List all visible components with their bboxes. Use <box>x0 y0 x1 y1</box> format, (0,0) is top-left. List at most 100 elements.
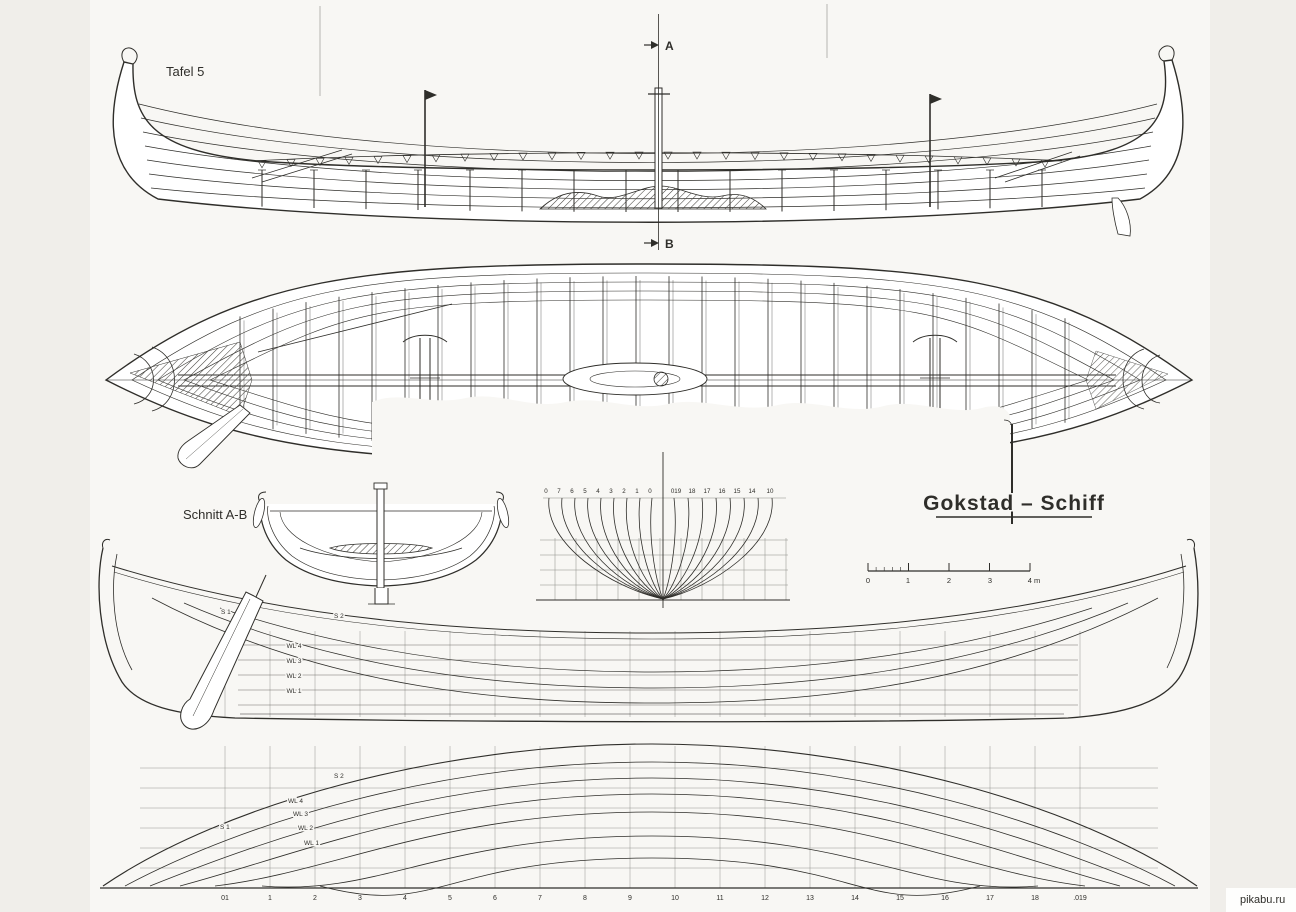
shield-row <box>257 151 1050 169</box>
station-curve-label: S 1 <box>221 609 231 616</box>
cross-section-view: Schnitt A-B <box>183 482 510 605</box>
station-number: 9 <box>628 895 632 902</box>
station-number: 10 <box>671 895 679 902</box>
body-plan-station-number: 2 <box>622 488 626 495</box>
title-block: Gokstad – Schiff <box>922 491 1105 518</box>
hull-outline <box>112 59 1184 223</box>
station-number: 5 <box>448 895 452 902</box>
scale-tick-label: 3 <box>988 576 992 585</box>
stern-deck-hatching <box>1085 350 1169 410</box>
stem-scroll <box>121 47 138 65</box>
steering-oar <box>180 591 264 730</box>
scale-tick-label: 0 <box>866 576 870 585</box>
steering-oar-line <box>185 408 244 460</box>
body-plan-station-number: 0 <box>648 488 652 495</box>
bow-spar <box>251 149 343 179</box>
drawing-title: Gokstad – Schiff <box>923 492 1105 515</box>
sheer-plan-view: S 1 S 2 WL 4 WL 3 WL 2 WL 1 <box>98 539 1199 730</box>
deck-plan-view <box>104 263 1194 524</box>
waterline-label: WL 3 <box>287 658 302 665</box>
station-number: 6 <box>493 895 497 902</box>
plate-label: Tafel 5 <box>166 64 204 79</box>
station-curve-label: S 1 <box>220 824 230 831</box>
scale-tick-label: 4 m <box>1028 576 1041 585</box>
waterline-label: WL 1 <box>287 688 302 695</box>
station-number: 4 <box>403 895 407 902</box>
station-curves <box>548 497 773 600</box>
station-number: 01 <box>221 895 229 902</box>
section-marker-a: A <box>665 39 674 53</box>
station-number: 1 <box>268 895 272 902</box>
mast-fish-slot <box>589 370 681 388</box>
station-number: 8 <box>583 895 587 902</box>
side-elevation-view: A B Tafel 5 <box>112 4 1184 251</box>
body-plan-station-number: 1 <box>635 488 639 495</box>
stern-tip <box>1186 539 1195 549</box>
body-plan-station-number: 10 <box>767 488 774 495</box>
body-plan-station-number: 14 <box>749 488 756 495</box>
waterline-label: WL 2 <box>287 673 302 680</box>
stern-spar <box>994 151 1073 179</box>
station-number: 12 <box>761 895 769 902</box>
half-breadth-waterlines <box>102 743 1198 896</box>
bow-spar <box>261 153 353 183</box>
station-number: 15 <box>896 895 904 902</box>
scan-edge-right <box>1210 0 1296 912</box>
station-number: 13 <box>806 895 814 902</box>
stern-spar <box>1004 155 1081 183</box>
body-plan-station-number: 0 <box>544 488 548 495</box>
arrow-icon <box>651 239 659 247</box>
body-plan-station-number: 7 <box>557 488 561 495</box>
profile-outline <box>98 547 1199 723</box>
mast-section <box>653 371 669 387</box>
oar-tiller <box>255 574 267 598</box>
station-number: 3 <box>358 895 362 902</box>
mast-fish <box>562 362 708 396</box>
waterline-label: WL 4 <box>287 643 302 650</box>
body-plan-station-number: 4 <box>596 488 600 495</box>
watermark-bg <box>1226 888 1296 912</box>
body-plan-station-number: 17 <box>704 488 711 495</box>
body-plan-station-number: 16 <box>719 488 726 495</box>
body-plan-station-number: 18 <box>689 488 696 495</box>
stern-scroll <box>1158 45 1175 62</box>
stern-inner-line <box>1166 553 1185 669</box>
steering-oar-blade <box>1111 197 1131 237</box>
station-number: 11 <box>716 895 723 902</box>
section-view-label: Schnitt A-B <box>183 507 247 522</box>
mast-cap <box>373 482 388 490</box>
sheer-line <box>111 565 1187 634</box>
mast-section-view <box>376 487 385 589</box>
body-plan-station-number: 019 <box>671 488 682 495</box>
station-curve-label: S 2 <box>334 773 344 780</box>
watermark-label: pikabu.ru <box>1240 894 1285 906</box>
scale-tick-label: 2 <box>947 576 951 585</box>
waterline-label: WL 3 <box>293 811 308 818</box>
arrow-icon <box>651 41 659 49</box>
station-number: 2 <box>313 895 317 902</box>
station-number: 18 <box>1031 895 1039 902</box>
scan-erased-area <box>372 396 1010 478</box>
station-number: 14 <box>851 895 859 902</box>
station-number: 7 <box>538 895 542 902</box>
bow-deck-hatching <box>129 341 253 417</box>
station-number: 17 <box>986 895 994 902</box>
body-plan-station-number: 6 <box>570 488 574 495</box>
waterline-label: WL 1 <box>304 840 319 847</box>
waterline-label: WL 2 <box>298 825 313 832</box>
body-plan-grid <box>540 538 788 600</box>
shield-edge <box>252 498 266 528</box>
waterline-label: WL 4 <box>288 798 303 805</box>
buttock-line <box>183 602 1129 689</box>
body-plan-station-number: 5 <box>583 488 587 495</box>
pennant-icon <box>930 94 942 104</box>
stem-tip <box>102 539 111 549</box>
scale-bar: 0 1 2 3 4 m <box>866 563 1040 585</box>
station-number: .019 <box>1073 895 1087 902</box>
